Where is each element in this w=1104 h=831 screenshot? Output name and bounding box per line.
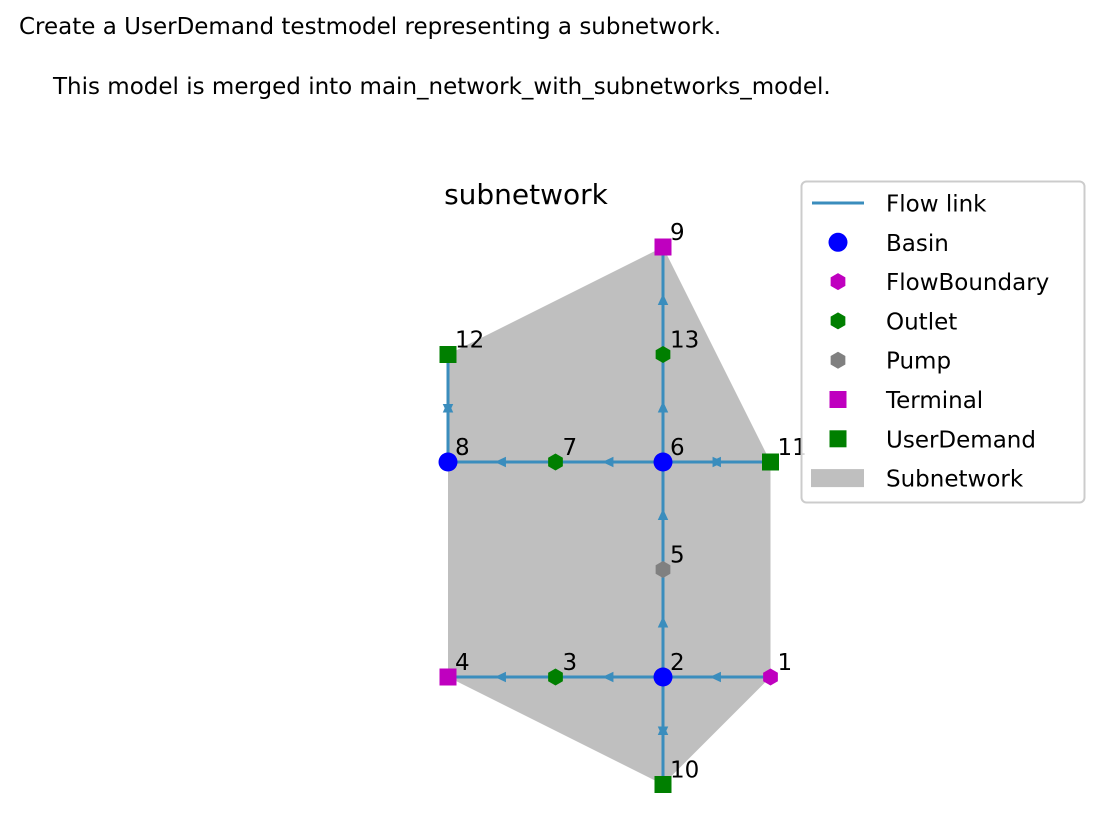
node-label-10: 10 <box>670 758 699 784</box>
flow-arrow-11-6 <box>709 456 721 468</box>
legend-swatch-basin <box>828 232 848 252</box>
legend-label-terminal: Terminal <box>885 388 983 414</box>
legend-swatch-pump <box>830 351 846 369</box>
flow-arrow-3-4 <box>494 671 506 683</box>
legend-swatch-terminal <box>829 391 847 408</box>
legend-label-outlet: Outlet <box>886 309 957 335</box>
description-line-2: This model is merged into main_network_w… <box>53 74 831 100</box>
flow-links-layer <box>442 247 771 785</box>
legend-swatch-flow-boundary <box>830 273 846 291</box>
subnetwork-area <box>448 247 771 785</box>
legend-label-basin: Basin <box>886 231 949 257</box>
flow-arrow-2-3 <box>602 671 614 683</box>
description-line-1: Create a UserDemand testmodel representi… <box>19 14 722 40</box>
outlet-node-13 <box>655 346 671 363</box>
node-label-2: 2 <box>670 650 685 676</box>
flow-arrow-6-13 <box>657 401 669 413</box>
node-label-12: 12 <box>455 328 484 354</box>
basin-node-6 <box>653 452 673 472</box>
pump-node-5 <box>655 561 671 578</box>
legend-label-subnetwork: Subnetwork <box>886 467 1024 493</box>
flow-arrow-13-9 <box>657 293 669 305</box>
legend-swatch-user-demand <box>829 430 847 448</box>
outlet-node-7 <box>548 453 563 471</box>
node-label-5: 5 <box>670 543 685 569</box>
node-label-1: 1 <box>778 650 793 676</box>
outlet-node-3 <box>548 668 563 686</box>
node-label-7: 7 <box>563 435 578 461</box>
flow-arrow-2-5 <box>657 616 669 628</box>
legend-frame <box>800 180 1086 504</box>
subnetwork-area-layer <box>448 247 771 785</box>
node-label-6: 6 <box>670 435 685 461</box>
node-label-8: 8 <box>455 435 470 461</box>
legend-label-flow-link: Flow link <box>886 192 987 218</box>
flow-arrow-1-2 <box>709 671 721 683</box>
user-demand-node-10 <box>654 776 672 793</box>
node-label-3: 3 <box>563 650 578 676</box>
flow-arrow-10-2 <box>657 723 669 735</box>
flow-arrow-7-8 <box>494 456 506 468</box>
basin-node-2 <box>653 667 673 687</box>
basin-node-8 <box>438 452 458 472</box>
user-demand-node-12 <box>439 346 457 363</box>
diagram-title: subnetwork <box>444 178 609 211</box>
legend-swatch-subnetwork <box>811 469 864 488</box>
legend-label-flow-boundary: FlowBoundary <box>886 270 1049 296</box>
legend: Flow linkBasinFlowBoundaryOutletPumpTerm… <box>800 180 1086 504</box>
node-label-4: 4 <box>455 650 470 676</box>
user-demand-node-11 <box>762 453 779 471</box>
legend-swatch-outlet <box>830 312 846 330</box>
terminal-node-4 <box>439 668 457 686</box>
legend-label-user-demand: UserDemand <box>886 427 1036 453</box>
flow-arrow-5-6 <box>657 508 669 520</box>
flow-arrow-12-8 <box>442 404 454 416</box>
node-label-13: 13 <box>670 328 699 354</box>
flow-boundary-node-1 <box>763 668 778 686</box>
flow-arrow-6-7 <box>602 456 614 468</box>
node-label-9: 9 <box>670 220 685 246</box>
legend-label-pump: Pump <box>886 349 951 375</box>
terminal-node-9 <box>654 238 672 256</box>
